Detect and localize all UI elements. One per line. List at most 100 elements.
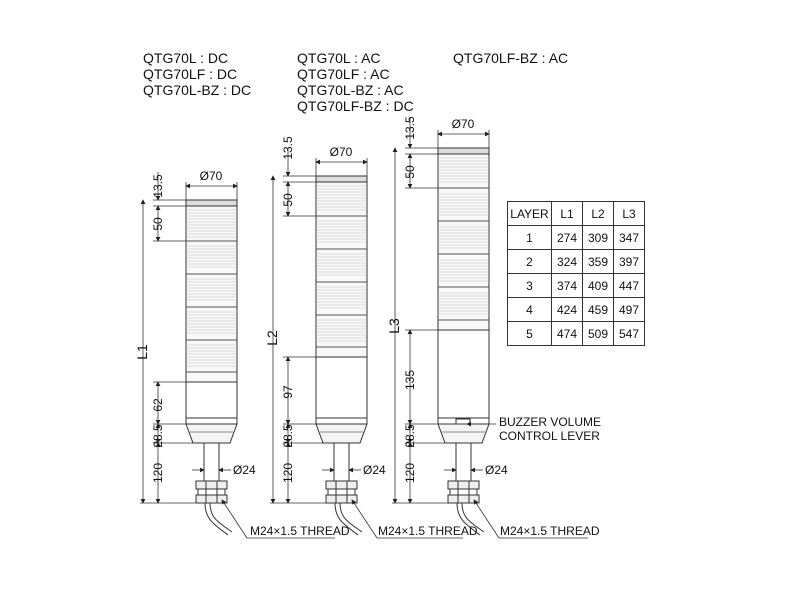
tower-3-dimensions <box>392 118 588 539</box>
table-cell: 509 <box>582 321 614 346</box>
diameter-label: Ø70 <box>200 169 223 183</box>
table-cell: 447 <box>613 273 645 298</box>
table-row: 2 324 359 397 <box>507 249 645 274</box>
model-label: QTG70L-BZ : AC <box>297 82 404 98</box>
tower-1-dim-labels: 13.5 50 L1 62 28.5 120 Ø70 Ø24 M24×1.5 T… <box>134 169 350 538</box>
table-header: LAYER <box>507 201 552 226</box>
diameter-label: Ø24 <box>363 463 386 477</box>
tower-3-dim-labels: 13.5 50 L3 135 28.5 120 Ø70 Ø24 M24×1.5 … <box>386 116 601 538</box>
dim-label: 120 <box>281 463 295 483</box>
table-cell: 409 <box>582 273 614 298</box>
dim-label: L2 <box>264 330 280 346</box>
dim-label: 120 <box>403 463 417 483</box>
table-cell: 3 <box>507 273 552 298</box>
cable <box>334 502 359 536</box>
dim-label: 28.5 <box>281 424 295 448</box>
layer-dividers <box>316 215 367 348</box>
tower-2-dimensions <box>270 148 463 539</box>
cable <box>456 502 481 536</box>
model-label: QTG70L : DC <box>143 50 229 66</box>
tower-cap <box>437 147 490 155</box>
thread-label: M24×1.5 THREAD <box>500 524 600 538</box>
tower-3 <box>437 147 490 536</box>
table-row: 3 374 409 447 <box>507 273 645 298</box>
dim-label: 50 <box>403 165 417 179</box>
table-cell: 474 <box>551 321 583 346</box>
table-row: 5 474 509 547 <box>507 321 645 346</box>
table-cell: 274 <box>551 225 583 250</box>
table-cell: 347 <box>613 225 645 250</box>
table-header-row: LAYER L1 L2 L3 <box>507 201 645 226</box>
dim-label: 50 <box>151 217 165 231</box>
table-header: L1 <box>551 201 583 226</box>
table-cell: 1 <box>507 225 552 250</box>
table-cell: 497 <box>613 297 645 322</box>
table-cell: 359 <box>582 249 614 274</box>
stem <box>455 442 472 482</box>
table-cell: 547 <box>613 321 645 346</box>
dim-label: 28.5 <box>151 424 165 448</box>
table-cell: 374 <box>551 273 583 298</box>
diameter-label: Ø24 <box>233 463 256 477</box>
cable <box>204 502 229 536</box>
dim-label: 28.5 <box>403 424 417 448</box>
tower-1-dimensions <box>140 172 335 539</box>
dim-label: 13.5 <box>151 174 165 198</box>
table-cell: 309 <box>582 225 614 250</box>
model-list-dc: QTG70L : DC QTG70LF : DC QTG70L-BZ : DC <box>143 50 251 98</box>
diameter-label: Ø70 <box>330 145 353 159</box>
nut <box>447 494 480 504</box>
table-cell: 324 <box>551 249 583 274</box>
dim-label: 135 <box>403 370 417 390</box>
tower-cap <box>185 199 238 207</box>
tower-cap <box>315 175 368 183</box>
table-row: 1 274 309 347 <box>507 225 645 250</box>
dim-label: 120 <box>151 463 165 483</box>
table-row: 4 424 459 497 <box>507 297 645 322</box>
table-cell: 4 <box>507 297 552 322</box>
table-cell: 5 <box>507 321 552 346</box>
tower-base <box>315 356 368 425</box>
thread-label: M24×1.5 THREAD <box>378 524 478 538</box>
table-header: L3 <box>613 201 645 226</box>
dimension-table: LAYER L1 L2 L3 1 274 309 347 2 324 359 3… <box>507 201 645 346</box>
table-cell: 2 <box>507 249 552 274</box>
model-list-buzzer-ac: QTG70LF-BZ : AC <box>453 50 568 66</box>
layer-dividers <box>186 240 237 373</box>
layer-ridges <box>316 185 367 342</box>
buzzer-note-line: CONTROL LEVER <box>499 429 600 443</box>
diameter-label: Ø24 <box>485 463 508 477</box>
thread-label: M24×1.5 THREAD <box>250 524 350 538</box>
dim-label: 50 <box>281 193 295 207</box>
dim-label: 13.5 <box>281 136 295 160</box>
model-list-ac: QTG70L : AC QTG70LF : AC QTG70L-BZ : AC … <box>297 50 414 114</box>
mount-flange <box>185 423 238 444</box>
nut <box>325 480 358 490</box>
stem <box>333 442 350 482</box>
stem <box>203 442 220 482</box>
table-cell: 459 <box>582 297 614 322</box>
nut <box>195 494 228 504</box>
tower-layers <box>315 181 368 358</box>
nut <box>195 480 228 490</box>
nut <box>447 480 480 490</box>
diameter-label: Ø70 <box>452 117 475 131</box>
model-label: QTG70LF : DC <box>143 66 238 82</box>
tower-1 <box>185 199 238 536</box>
model-label: QTG70L : AC <box>297 50 381 66</box>
tower-2-dim-labels: 13.5 50 L2 97 28.5 120 Ø70 Ø24 M24×1.5 T… <box>264 136 478 538</box>
layer-ridges <box>186 209 237 367</box>
dim-label: 62 <box>151 398 165 412</box>
model-label: QTG70LF-BZ : AC <box>453 50 569 66</box>
dim-label: 13.5 <box>403 116 417 140</box>
tower-base <box>185 381 238 425</box>
tower-2 <box>315 175 368 536</box>
layer-dividers <box>438 187 489 321</box>
dim-label: L3 <box>386 318 402 334</box>
model-label: QTG70LF : AC <box>297 66 390 82</box>
model-label: QTG70LF-BZ : DC <box>297 98 414 114</box>
table-cell: 397 <box>613 249 645 274</box>
mount-flange <box>315 423 368 444</box>
table-cell: 424 <box>551 297 583 322</box>
